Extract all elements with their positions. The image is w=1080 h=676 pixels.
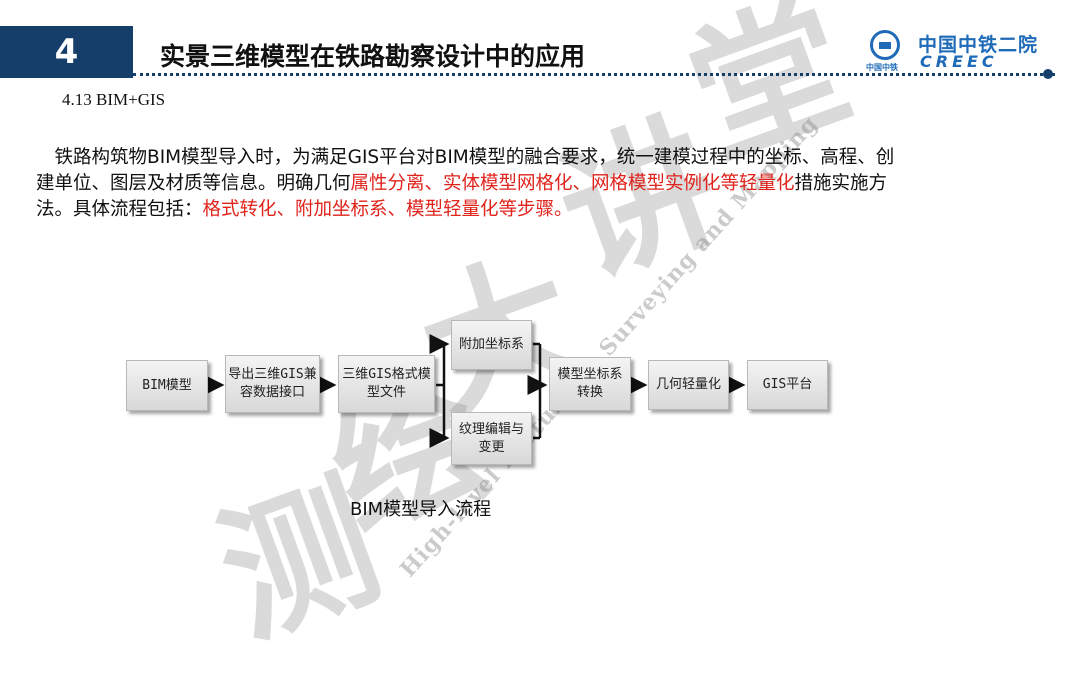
page-title: 实景三维模型在铁路勘察设计中的应用 <box>160 42 586 71</box>
section-label: 4.13 BIM+GIS <box>62 90 166 109</box>
flow-step-bim-model: BIM模型 <box>126 360 208 411</box>
logo-chinese-name: 中国中铁二院 <box>918 34 1039 56</box>
para-highlight-1: 属性分离、实体模型网格化、网格模型实例化等轻量化 <box>350 173 795 194</box>
para-text-2: 措施实施方法。具体流程包括： <box>36 173 888 220</box>
para-text-1: 铁路构筑物BIM模型导入时，为满足GIS平台对BIM模型的融合要求，统一建模过程… <box>36 147 895 194</box>
logo-mark-icon <box>870 30 900 60</box>
logo-english-name: CREEC <box>920 52 998 71</box>
figure-caption: BIM模型导入流程 <box>350 499 492 520</box>
flow-step-gis-format-file: 三维GIS格式模型文件 <box>338 355 435 413</box>
flow-arrows <box>204 334 746 448</box>
flow-step-add-coordinate-system: 附加坐标系 <box>451 320 532 370</box>
flow-step-export-interface: 导出三维GIS兼容数据接口 <box>225 355 320 413</box>
flow-step-coordinate-transform: 模型坐标系转换 <box>549 357 631 411</box>
section-number-badge: 4 <box>0 26 133 78</box>
header-divider <box>133 73 1055 76</box>
body-paragraph: 铁路构筑物BIM模型导入时，为满足GIS平台对BIM模型的融合要求，统一建模过程… <box>36 145 896 223</box>
para-highlight-2: 格式转化、附加坐标系、模型轻量化等步骤。 <box>202 199 573 220</box>
divider-end-dot <box>1043 69 1053 79</box>
logo-parent-name: 中国中铁 <box>866 63 898 72</box>
company-logo: 中国中铁二院 CREEC 中国中铁 <box>866 28 1051 74</box>
flow-step-texture-edit: 纹理编辑与变更 <box>451 412 532 465</box>
flow-step-geometry-lightweight: 几何轻量化 <box>648 360 729 410</box>
flow-step-gis-platform: GIS平台 <box>747 360 828 410</box>
